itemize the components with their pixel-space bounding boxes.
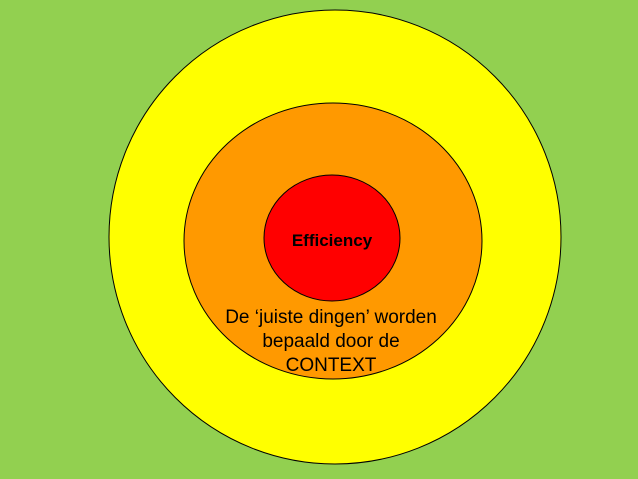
context-label: De ‘juiste dingen’ worden bepaald door d… [193, 306, 469, 378]
efficiency-label: Efficiency [291, 231, 373, 250]
context-label-line-2: bepaald door de [262, 331, 400, 352]
inner-circle [263, 174, 401, 302]
context-label-line-3: CONTEXT [285, 355, 377, 376]
context-label-line-1: De ‘juiste dingen’ worden [225, 307, 437, 328]
